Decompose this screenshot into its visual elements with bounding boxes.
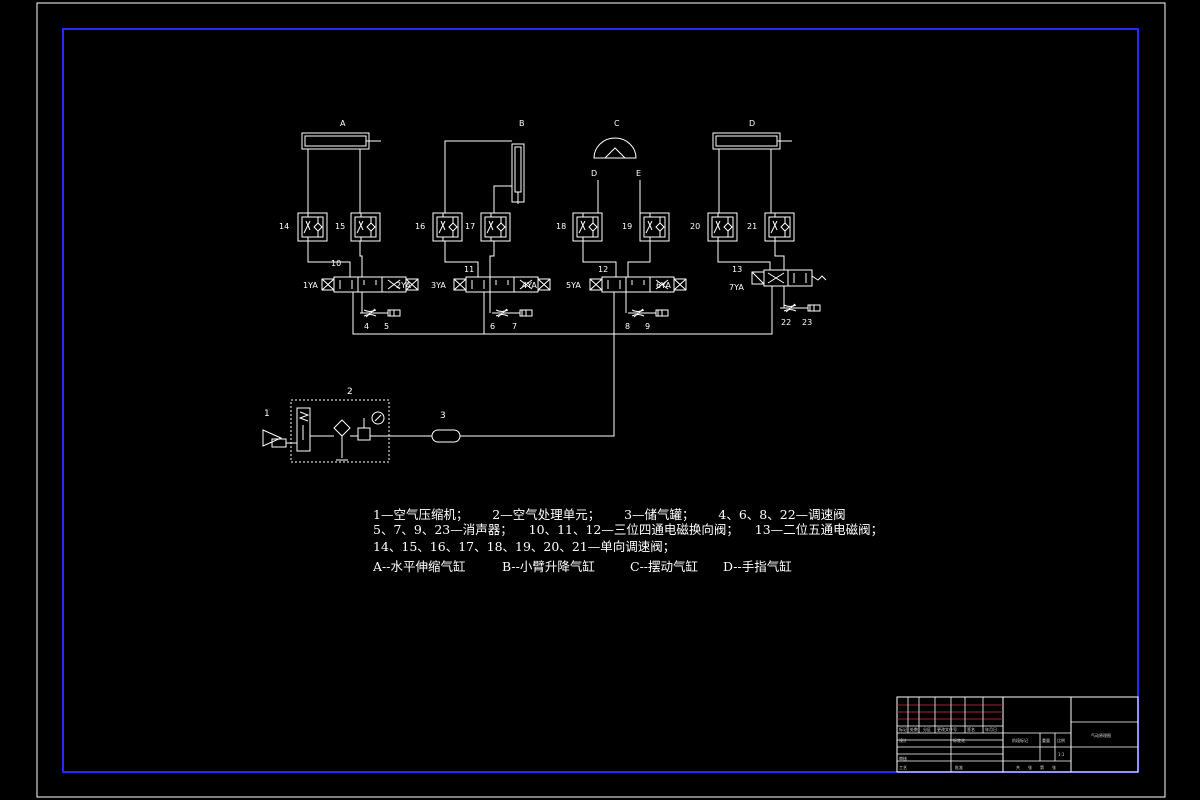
compressor: 1 [262, 409, 297, 448]
valve-lines [307, 241, 785, 277]
label-8: 8 [625, 322, 630, 331]
label-1ya: 1YA [303, 281, 318, 290]
tb-sheet-a: 共 [1016, 764, 1020, 770]
label-port-e: E [636, 169, 641, 178]
label-9: 9 [645, 322, 650, 331]
label-7: 7 [512, 322, 517, 331]
label-5ya: 5YA [566, 281, 581, 290]
air-tank: 3 [389, 411, 461, 443]
label-11: 11 [464, 265, 474, 274]
label-18: 18 [556, 222, 566, 231]
label-2ya: 2YA [396, 281, 411, 290]
label-3: 3 [440, 411, 446, 421]
label-a: A [340, 119, 346, 128]
tb-change-doc: 更改文件号 [937, 726, 957, 732]
label-4: 4 [364, 322, 369, 331]
legend-line-4c: C--摆动气缸 [630, 559, 698, 574]
label-16: 16 [415, 222, 425, 231]
legend-line-4b: B--小臂升降气缸 [502, 559, 595, 574]
tb-process: 工艺 [899, 765, 907, 770]
tb-design: 设计 [899, 737, 907, 743]
tb-sign: 签名 [967, 726, 975, 732]
outer-frame [36, 2, 1166, 798]
exhaust-lines [361, 286, 785, 313]
label-7ya: 7YA [729, 283, 744, 292]
label-1: 1 [264, 409, 270, 419]
label-22: 22 [781, 318, 791, 327]
tb-zone: 分区 [923, 726, 931, 732]
label-d: D [749, 119, 755, 128]
legend-line-2: 5、7、9、23—消声器； 10、11、12—三位四通电磁换向阀； 13—二位五… [373, 522, 883, 537]
label-6ya: 6YA [656, 281, 671, 290]
throttle-muffler-22-23 [779, 303, 821, 313]
label-c: C [614, 119, 620, 128]
label-17: 17 [465, 222, 475, 231]
label-4ya: 4YA [522, 281, 537, 290]
label-15: 15 [335, 222, 345, 231]
throttle-muffler-6-7 [491, 308, 533, 318]
legend: 1—空气压缩机； 2—空气处理单元； 3—储气罐； 4、6、8、22—调速阀 5… [372, 507, 883, 574]
valve-13 [751, 269, 827, 287]
throttle-muffler-4-5 [359, 308, 401, 318]
cylinder-a: A [301, 119, 381, 150]
supply-manifold [352, 286, 773, 437]
air-treatment-unit: 2 [290, 387, 390, 463]
tb-stage: 阶段标记 [1012, 737, 1028, 743]
tb-date: 年月日 [985, 726, 997, 732]
tb-scale-value: 1:1 [1058, 752, 1065, 757]
label-10: 10 [331, 259, 341, 268]
tb-drawing-title: 气动原理图 [1091, 732, 1111, 738]
legend-line-4a: A--水平伸缩气缸 [372, 559, 465, 574]
label-b: B [519, 119, 525, 128]
tb-weight: 重量 [1042, 737, 1050, 743]
label-20: 20 [690, 222, 700, 231]
flow-control-18 [572, 212, 603, 242]
tb-scale: 比例 [1057, 737, 1065, 743]
cylinder-d: D [712, 119, 792, 150]
flow-control-15 [350, 212, 381, 242]
label-3ya: 3YA [431, 281, 446, 290]
tb-check: 审核 [899, 755, 907, 761]
label-5: 5 [384, 322, 389, 331]
label-19: 19 [622, 222, 632, 231]
label-port-d: D [591, 169, 597, 178]
label-13: 13 [732, 265, 742, 274]
actuator-lines [307, 140, 772, 213]
tb-sheet-b: 张 [1028, 764, 1032, 770]
label-2: 2 [347, 387, 353, 397]
flow-control-17 [480, 212, 511, 242]
flow-control-19 [639, 212, 670, 242]
label-23: 23 [802, 318, 812, 327]
legend-line-3: 14、15、16、17、18、19、20、21—单向调速阀； [373, 539, 675, 554]
legend-line-4d: D--手指气缸 [723, 559, 792, 574]
flow-control-16 [432, 212, 463, 242]
flow-control-20 [707, 212, 738, 242]
drawing-border [62, 28, 1139, 773]
tb-mark: 标记 [899, 726, 907, 732]
label-14: 14 [279, 222, 289, 231]
tb-sheet-d: 张 [1052, 764, 1056, 770]
tb-standard: 标准化 [953, 737, 965, 743]
title-block: 标记 处数 分区 更改文件号 签名 年月日 设计 标准化 阶段标记 重量 比例 … [896, 696, 1139, 773]
actuator-c: C D E [591, 119, 641, 178]
throttle-muffler-8-9 [627, 308, 669, 318]
legend-line-1: 1—空气压缩机； 2—空气处理单元； 3—储气罐； 4、6、8、22—调速阀 [373, 507, 846, 522]
tb-sheet-c: 第 [1040, 764, 1044, 770]
cylinder-b: B [511, 119, 525, 204]
tb-count: 处数 [910, 726, 918, 732]
label-12: 12 [598, 265, 608, 274]
valve-12 [589, 276, 687, 293]
tb-approve: 批准 [955, 764, 963, 770]
flow-control-21 [764, 212, 795, 242]
label-21: 21 [747, 222, 757, 231]
label-6: 6 [490, 322, 495, 331]
flow-control-14 [297, 212, 328, 242]
